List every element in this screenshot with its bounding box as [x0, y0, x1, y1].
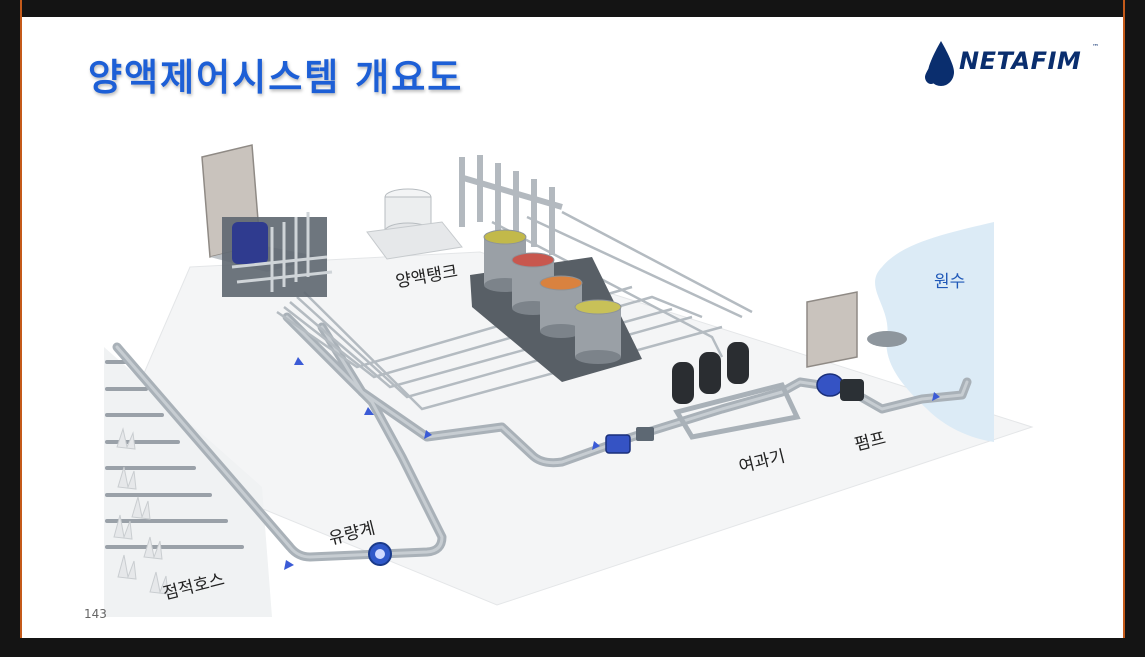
stock-solution-tank: [366, 188, 463, 260]
presentation-slide: 양액제어시스템 개요도 NETAFIM ™ 양액탱크 원수 여과기 펌프 유량계…: [22, 17, 1123, 638]
nutrient-tank-4: [574, 299, 622, 364]
pump: [816, 373, 864, 401]
flow-meter: [368, 542, 392, 566]
page-number: 143: [84, 607, 107, 621]
screen-frame-left: [0, 0, 22, 657]
slide-title: 양액제어시스템 개요도: [88, 56, 464, 99]
nutrient-tanks: [470, 229, 642, 382]
fertigation-system-diagram: [104, 144, 1034, 617]
screen-frame-bottom: [0, 638, 1145, 657]
screen-frame-right: [1123, 0, 1145, 657]
water-drop-icon: [925, 41, 954, 86]
main-valve: [605, 427, 654, 454]
control-unit: [201, 144, 333, 297]
crop-plants: [113, 427, 169, 595]
injector-manifold: [459, 155, 563, 255]
label-source-water: 원수: [934, 272, 966, 292]
disc-filters: [672, 342, 801, 440]
pump-controller-panel: [806, 291, 907, 368]
logo-trademark: ™: [1092, 43, 1099, 51]
logo-text: NETAFIM: [959, 47, 1082, 75]
flow-arrows: [284, 357, 940, 570]
screen-frame-top: [0, 0, 1145, 17]
netafim-logo: NETAFIM ™: [922, 37, 1112, 89]
